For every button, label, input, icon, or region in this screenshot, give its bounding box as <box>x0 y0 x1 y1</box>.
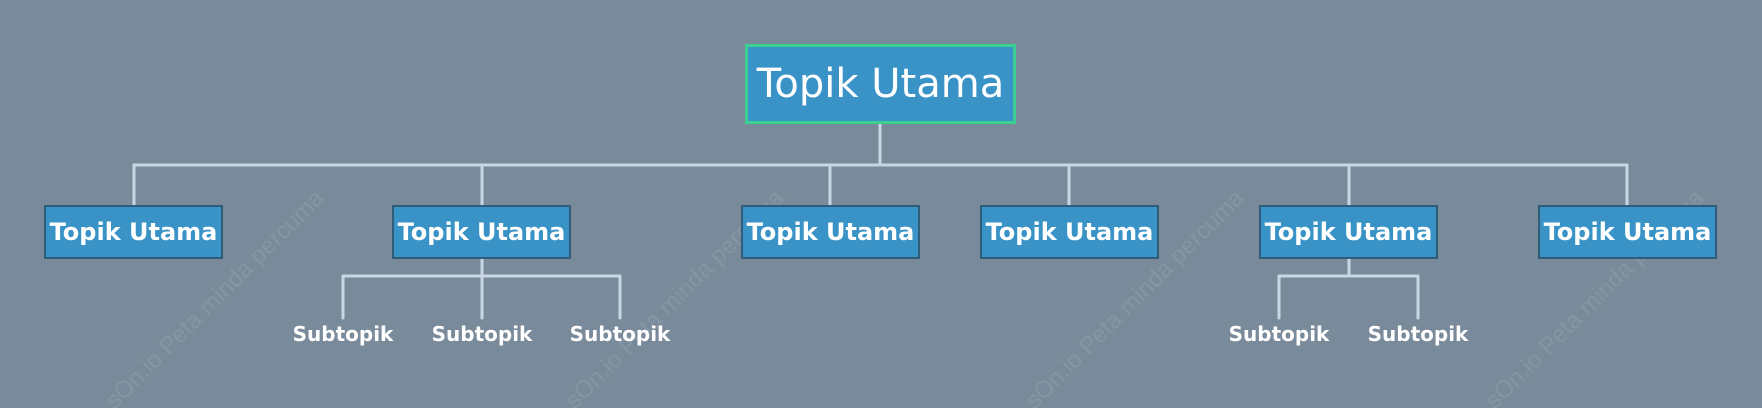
main-topic-node[interactable]: Topik Utama <box>392 205 571 259</box>
subtopic-node[interactable]: Subtopik <box>568 318 672 350</box>
subtopic-node[interactable]: Subtopik <box>291 318 395 350</box>
subtopic-node[interactable]: Subtopik <box>430 318 534 350</box>
subtopic-node[interactable]: Subtopik <box>1366 318 1470 350</box>
subtopic-label: Subtopik <box>292 322 394 346</box>
root-topic-node[interactable]: Topik Utama <box>745 44 1016 124</box>
main-topic-node[interactable]: Topik Utama <box>1259 205 1438 259</box>
root-topic-label: Topik Utama <box>756 61 1005 107</box>
main-topic-label: Topik Utama <box>746 218 915 246</box>
main-topic-node[interactable]: Topik Utama <box>741 205 920 259</box>
subtopic-label: Subtopik <box>1228 322 1330 346</box>
main-topic-node[interactable]: Topik Utama <box>1538 205 1717 259</box>
main-topic-label: Topik Utama <box>985 218 1154 246</box>
subtopic-connector <box>341 257 622 320</box>
main-topic-node[interactable]: Topik Utama <box>980 205 1159 259</box>
main-topic-label: Topik Utama <box>49 218 218 246</box>
main-topic-node[interactable]: Topik Utama <box>44 205 223 259</box>
subtopic-label: Subtopik <box>431 322 533 346</box>
subtopic-label: Subtopik <box>1367 322 1469 346</box>
main-topic-label: Topik Utama <box>397 218 566 246</box>
main-topic-label: Topik Utama <box>1543 218 1712 246</box>
subtopic-node[interactable]: Subtopik <box>1227 318 1331 350</box>
subtopic-connector <box>1277 257 1420 320</box>
subtopic-label: Subtopik <box>569 322 671 346</box>
main-topic-label: Topik Utama <box>1264 218 1433 246</box>
